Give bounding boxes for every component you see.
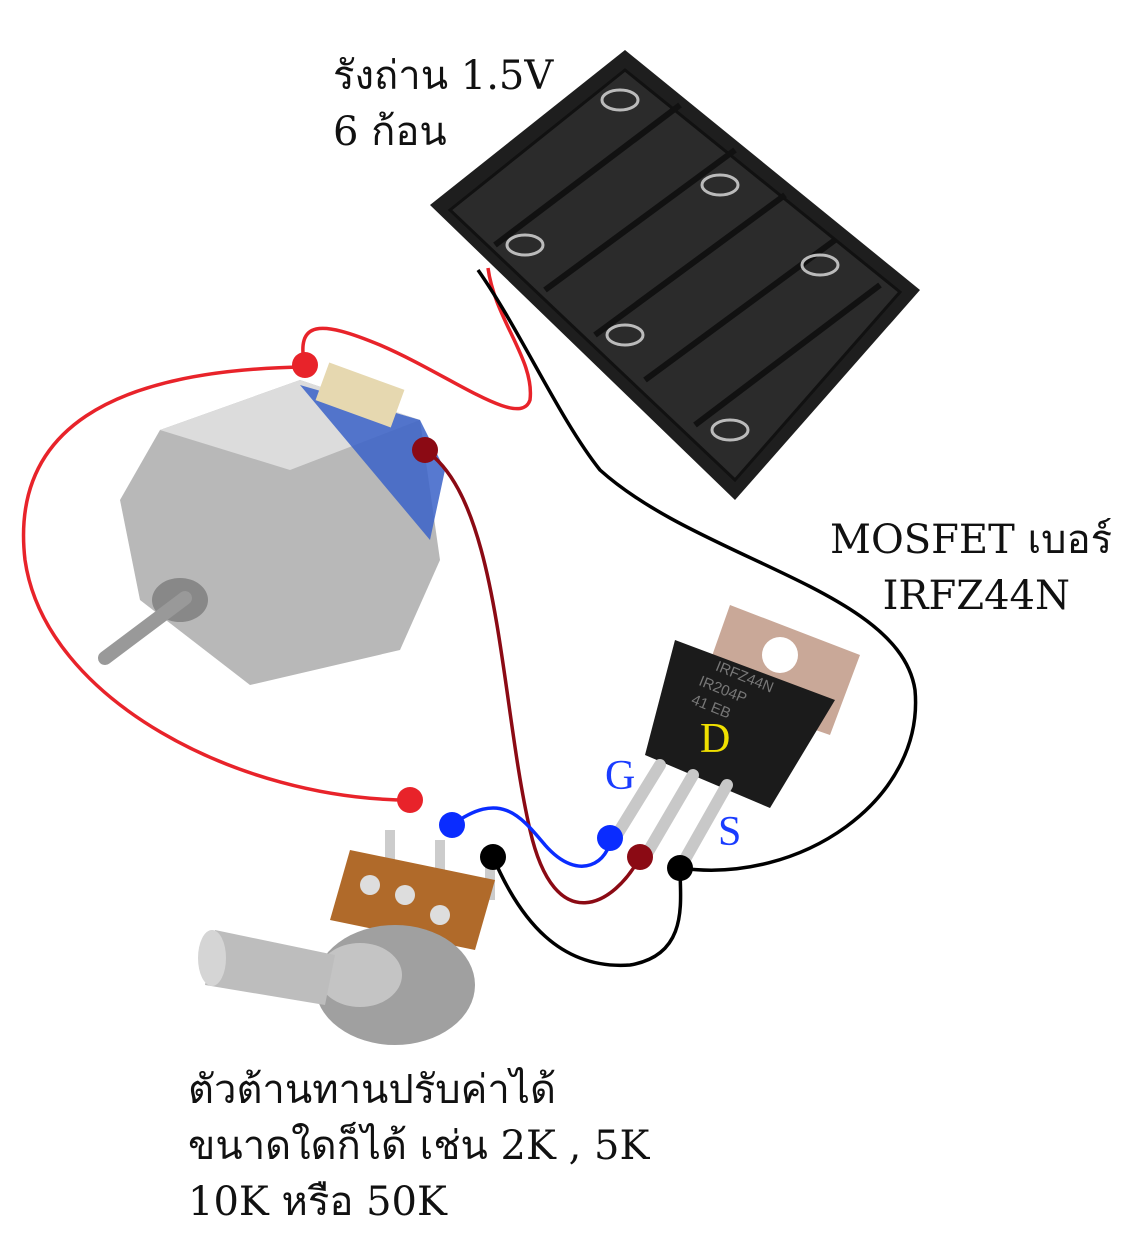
drain-pin-label: D	[700, 716, 731, 762]
battery-label: รังถ่าน 1.5V 6 ก้อน	[333, 48, 553, 160]
pot-label-line3: 10K หรือ 50K	[188, 1179, 447, 1225]
wire-black-battery-source	[476, 268, 918, 872]
gate-pin-label: G	[605, 753, 636, 799]
wire-darkred-drain	[424, 448, 642, 905]
potentiometer-label: ตัวต้านทานปรับค่าได้ ขนาดใดก็ได้ เช่น 2K…	[188, 1062, 649, 1230]
battery-label-line2: 6 ก้อน	[333, 109, 447, 155]
pot-label-line1: ตัวต้านทานปรับค่าได้	[188, 1067, 556, 1113]
pot-label-line2: ขนาดใดก็ได้ เช่น 2K , 5K	[188, 1123, 650, 1169]
mosfet-label: MOSFET เบอร์ IRFZ44N	[830, 512, 1113, 624]
dot-red-pot	[397, 787, 423, 813]
dc-motor	[98, 362, 445, 685]
dot-blue-gate	[597, 825, 623, 851]
dot-darkred-motor	[412, 437, 438, 463]
battery-holder	[430, 50, 920, 500]
mosfet-irfz44n: IRFZ44N IR204P 41 EB	[609, 605, 860, 874]
dot-black-source	[667, 855, 693, 881]
dot-black-pot	[480, 844, 506, 870]
mosfet-label-line2: IRFZ44N	[882, 573, 1070, 619]
potentiometer	[198, 830, 495, 1045]
source-pin-label: S	[718, 809, 742, 855]
dot-blue-pot	[439, 812, 465, 838]
connection-dots	[292, 352, 693, 881]
battery-label-line1: รังถ่าน 1.5V	[333, 53, 554, 99]
mosfet-label-line1: MOSFET เบอร์	[830, 517, 1113, 563]
wire-blue-gate	[450, 806, 612, 868]
wires	[21, 267, 918, 968]
wire-black-pot-source	[491, 856, 683, 968]
wire-red-battery	[301, 267, 533, 411]
dot-red-motor	[292, 352, 318, 378]
wire-red-pot	[21, 365, 411, 802]
dot-darkred-drain	[627, 844, 653, 870]
